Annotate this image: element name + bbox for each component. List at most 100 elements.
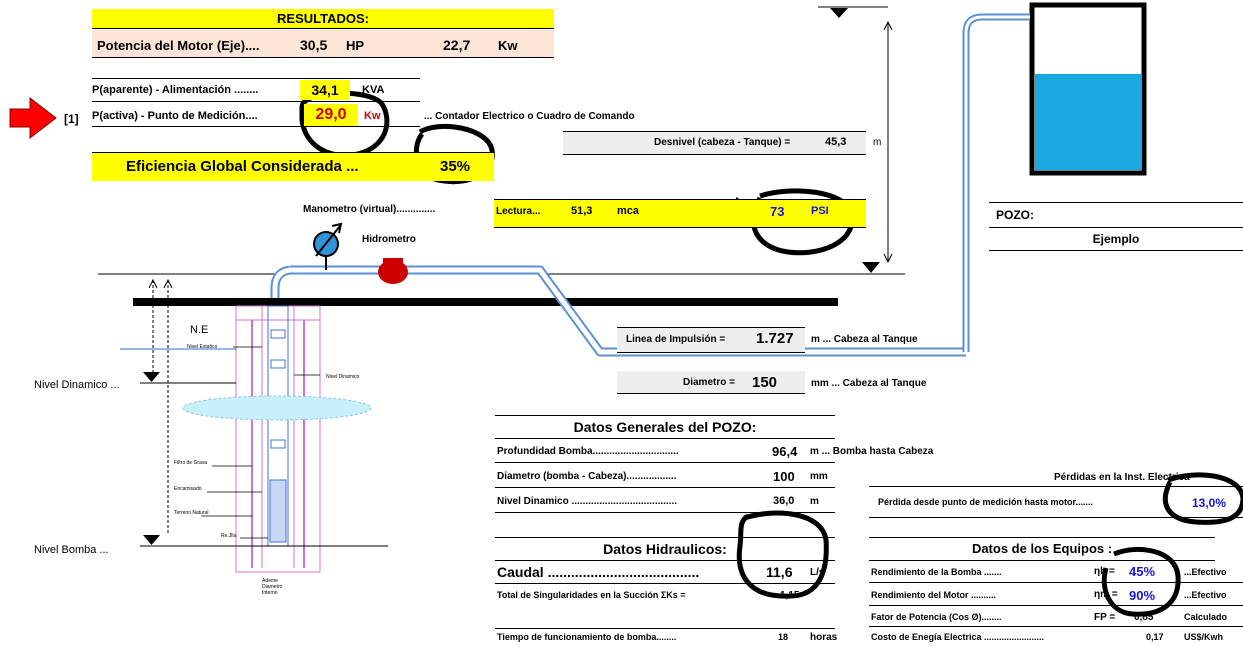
nivel-bomba-label: Nivel Bomba ... [34,544,109,556]
filtro-label: Filtro de Grava [174,460,208,466]
profundidad-label: Profundidad Bomba.......................… [497,446,679,457]
pozo-label: POZO: [996,208,1034,222]
caudal-label: Caudal .................................… [497,564,700,580]
caudal-unit: L/s [810,567,825,578]
active-value: 29,0 [304,104,358,126]
desnivel-arrow-bottom-icon [883,253,893,264]
dg-row-3 [495,490,835,513]
rejilla-label: Re.Jlla [221,533,237,539]
dimension-arrow-icon [148,278,158,289]
rend-bomba-note: ...Efectivo [1184,567,1227,577]
gravel-filter-zone [182,395,372,421]
factor-potencia-note: Calculado [1184,612,1228,622]
rend-motor-value: 90% [1129,588,1156,603]
ne-label: N.E [190,324,209,336]
perdidas-value: 13,0% [1192,496,1227,510]
rend-bomba-value: 45% [1129,564,1156,579]
column-coupling-1 [270,329,286,339]
psi-unit: PSI [811,205,829,217]
diameter-value: 150 [752,374,778,391]
hidrometro-top [383,258,403,264]
rend-bomba-label: Rendimiento de la Bomba ....... [871,567,1002,577]
caudal-value: 11,6 [766,564,793,580]
nivel-dinamico-small-label: Nivel Dinamico [326,374,360,380]
diametro-bomba-label: Diametro (bomba - Cabeza)...............… [497,471,677,482]
desnivel-arrow-top-icon [883,20,893,31]
efficiency-label: Eficiencia Global Considerada ... [126,158,359,175]
apparent-row [92,78,420,102]
motor-power-row [92,30,554,58]
hidraulicos-title: Datos Hidraulicos: [495,537,835,561]
profundidad-unit: m ... Bomba hasta Cabeza [810,446,934,457]
hand-circle-rendimiento [1101,546,1181,617]
equipos-row-1 [869,561,1243,583]
active-note: ... Contador Electrico o Cuadro de Coman… [424,111,635,122]
caudal-row [495,561,835,584]
reading-unit: mca [617,205,640,217]
costo-energia-note: US$/Kwh [1184,632,1224,642]
nivel-estatico-label: Nivel Estatico [187,344,218,350]
ademe-label: Ademe Diametro Interno [262,578,283,596]
rend-bomba-sym: ηb = [1094,566,1115,577]
impulsion-label: Linea de Impulsión = [626,334,726,345]
tiempo-value: 18 [778,632,789,642]
pozo-row [989,202,1243,228]
perdidas-label: Pérdida desde punto de medición hasta mo… [878,497,1094,507]
terreno-label: Terreno Natural [174,510,209,516]
dg-row-2 [495,465,835,488]
hand-circle-caudal [736,510,829,599]
desnivel-row [563,131,866,155]
column-coupling-4 [270,439,286,449]
rend-motor-sym: ηm = [1094,589,1118,600]
nivel-dinamico-row-label: Nivel Dinamico .........................… [497,496,678,507]
tank-water-fill [1035,74,1141,170]
profundidad-value: 96,4 [772,444,798,459]
dimension-arrow-icon-2 [163,278,173,289]
reading-value: 51,3 [571,205,593,217]
equipos-row-2 [869,584,1243,606]
nivel-dinamico-row-value: 36,0 [773,495,795,507]
apparent-label: P(aparente) - Alimentación ........ [92,84,259,96]
manometer-label: Manometro (virtual).............. [303,204,436,215]
costo-energia-value: 0,17 [1146,632,1164,642]
pump-level-triangle-icon [143,535,160,545]
hand-circle-psi [750,188,855,256]
active-marker: [1] [64,112,79,126]
manometer-row [494,199,866,228]
well-collar [235,305,321,321]
tank-level-triangle-icon [830,8,848,18]
diameter-label: Diametro = [683,377,735,388]
pump-body [269,479,287,543]
diametro-bomba-unit: mm [810,471,828,482]
factor-potencia-value: 0,85 [1134,612,1154,623]
hidrometro-label: Hidrometro [362,234,416,245]
desnivel-label: Desnivel (cabeza - Tanque) = [654,137,791,148]
impulsion-value: 1.727 [756,330,794,347]
red-arrow-icon [9,96,57,140]
nivel-dinamico-label: Nivel Dinamico ... [34,379,120,391]
desnivel-value: 45,3 [825,136,847,148]
dynamic-level-triangle-icon [143,372,160,382]
perdidas-row [869,486,1243,518]
diameter-unit: mm ... Cabeza al Tanque [811,378,927,389]
factor-potencia-label: Fator de Potencia (Cos Ø)........ [871,612,1002,622]
pozo-underline [989,250,1243,251]
costo-energia-label: Costo de Enegía Electrica ..............… [871,632,1045,642]
factor-potencia-sym: FP = [1094,612,1116,623]
impulsion-unit: m ... Cabeza al Tanque [811,334,918,345]
pozo-name: Ejemplo [1092,232,1140,246]
column-coupling-2 [270,359,286,369]
psi-value: 73 [770,204,785,219]
well-head-elbow-inner [272,267,291,298]
singularidades-label: Total de Singularidades en la Succión ΣK… [497,590,686,600]
diametro-bomba-value: 100 [773,469,795,484]
reading-label: Lectura... [496,206,541,217]
rend-motor-label: Rendimiento del Motor .......... [871,590,997,600]
tiempo-row-line [495,628,835,629]
active-row [92,104,420,127]
nivel-dinamico-row-unit: m [810,496,819,507]
tiempo-unit: horas [810,632,838,643]
efficiency-row [92,152,494,181]
head-level-triangle-icon [862,262,880,273]
hand-circle-perdida [1162,472,1243,525]
